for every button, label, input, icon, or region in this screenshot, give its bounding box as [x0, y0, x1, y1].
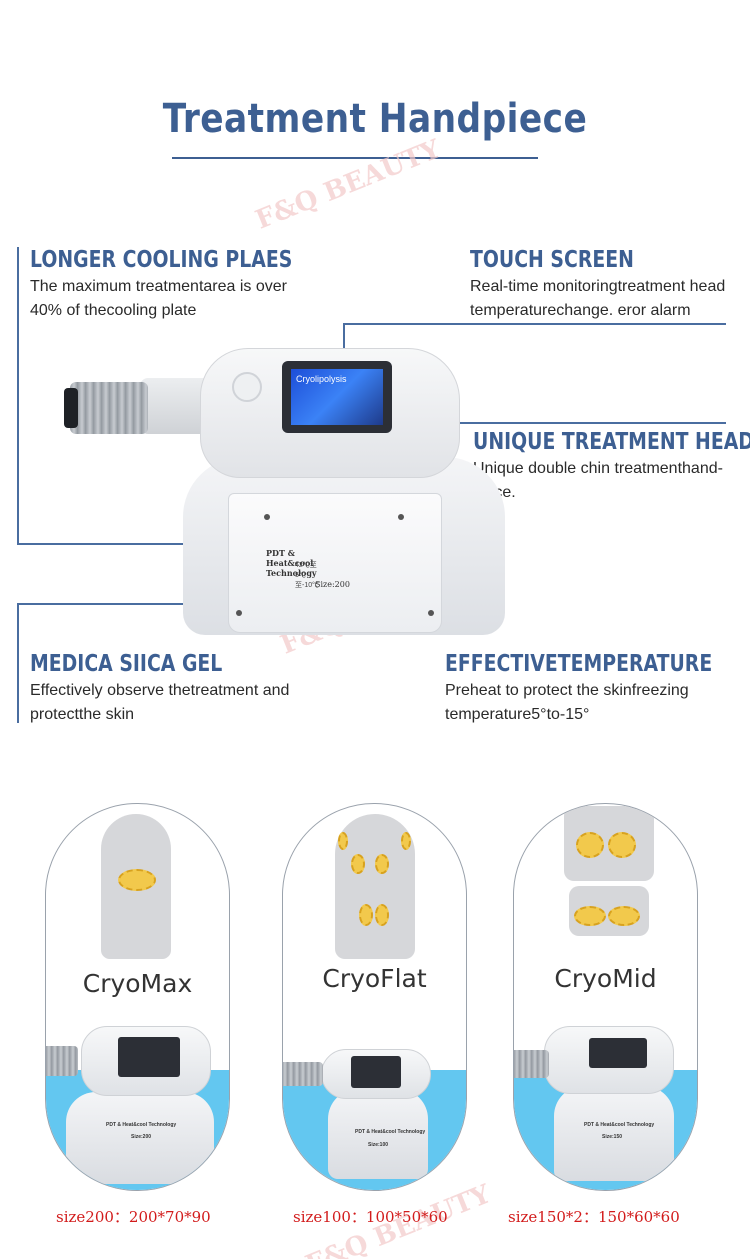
- product-name: CryoMax: [82, 969, 193, 998]
- treatment-zone-icon: [351, 854, 365, 874]
- connector-line: [17, 543, 255, 545]
- nozzle-cap: [64, 388, 78, 428]
- connector-line: [436, 422, 726, 424]
- title-underline: [172, 157, 538, 159]
- feature-temp-line1: Preheat to protect the skinfreezing: [445, 682, 689, 699]
- treatment-zone-icon: [359, 904, 373, 926]
- handpiece-nozzle: [46, 1046, 78, 1076]
- treatment-zone-icon: [608, 832, 636, 858]
- device-label-tech: PDT & Heat&cool Technology: [584, 1122, 655, 1128]
- feature-head-line2: piece.: [473, 481, 723, 505]
- feature-temp-text: Preheat to protect the skinfreezing temp…: [445, 679, 689, 727]
- device-base: [554, 1086, 674, 1181]
- feature-gel-line2: protectthe skin: [30, 706, 135, 723]
- handpiece-nozzle: [70, 382, 148, 434]
- feature-head-text: Unique double chin treatmenthand- piece.: [473, 457, 723, 505]
- treatment-zone-icon: [574, 906, 606, 926]
- connector-line: [17, 603, 203, 605]
- knob-icon: [232, 372, 262, 402]
- treatment-zone-icon: [375, 904, 389, 926]
- device-label-size: Size:200: [131, 1134, 152, 1140]
- device-base: [328, 1089, 428, 1179]
- device-label-size: Size:100: [368, 1142, 389, 1148]
- size-label-cryomax: size200：200*70*90: [56, 1208, 211, 1226]
- feature-gel-line1: Effectively observe thetreatment and: [30, 682, 290, 699]
- feature-gel-text: Effectively observe thetreatment and pro…: [30, 679, 289, 727]
- feature-gel-heading: MEDICA SIICA GEL: [30, 651, 223, 677]
- screen-text: Cryolipolysis: [296, 374, 347, 384]
- treatment-zone-icon: [576, 832, 604, 858]
- touch-screen: [351, 1056, 401, 1088]
- product-name: CryoFlat: [322, 964, 427, 993]
- screw-icon: [264, 514, 270, 520]
- screw-icon: [428, 610, 434, 616]
- treatment-zone-icon: [608, 906, 640, 926]
- feature-cooling-text: The maximum treatmentarea is over 40% of…: [30, 275, 287, 323]
- device-label-tech: PDT & Heat&cool Technology: [106, 1122, 177, 1128]
- feature-touch-line1: Real-time monitoringtreatment head: [470, 278, 726, 295]
- touch-screen: [589, 1038, 647, 1068]
- product-card-cryoflat: CryoFlat PDT & Heat&cool Technology Size…: [282, 803, 467, 1191]
- touch-screen: [118, 1037, 180, 1077]
- feature-temp-heading: EFFECTIVETEMPERATURE: [445, 651, 713, 677]
- device-base: [66, 1092, 214, 1184]
- touch-screen: [291, 369, 383, 425]
- feature-head-line1: Unique double chin treatmenthand-: [473, 460, 723, 477]
- connector-line: [343, 323, 345, 368]
- device-label-tech: PDT & Heat&cool Technology: [266, 548, 317, 578]
- feature-touch-heading: TOUCH SCREEN: [470, 247, 634, 273]
- product-card-cryomid: CryoMid PDT & Heat&cool Technology Size:…: [513, 803, 698, 1191]
- device-label-size: Size:150: [602, 1134, 623, 1140]
- page-title: Treatment Handpiece: [162, 96, 588, 142]
- product-name: CryoMid: [554, 964, 657, 993]
- treatment-zone-icon: [338, 832, 348, 850]
- watermark: F&Q BEAUTY: [251, 134, 445, 236]
- screw-icon: [236, 610, 242, 616]
- device-label-temp: 42℃至 5℃至-10℃: [295, 562, 320, 589]
- feature-touch-line2: temperaturechange. eror alarm: [470, 302, 691, 319]
- device-label-tech: PDT & Heat&cool Technology: [355, 1129, 426, 1135]
- handpiece-nozzle: [514, 1050, 549, 1078]
- feature-touch-text: Real-time monitoringtreatment head tempe…: [470, 275, 725, 323]
- size-label-cryoflat: size100：100*50*60: [293, 1208, 448, 1226]
- device-label-size: Size:200: [315, 580, 350, 589]
- connector-line: [17, 603, 19, 723]
- screw-icon: [398, 514, 404, 520]
- feature-head-heading: UNIQUE TREATMENT HEAD: [473, 429, 750, 455]
- product-card-cryomax: CryoMax PDT & Heat&cool Technology Size:…: [45, 803, 230, 1191]
- feature-cooling-line2: 40% of thecooling plate: [30, 302, 197, 319]
- feature-temp-line2: temperature5°to-15°: [445, 706, 590, 723]
- size-label-cryomid: size150*2：150*60*60: [508, 1208, 680, 1226]
- connector-line: [343, 323, 726, 325]
- feature-cooling-heading: LONGER COOLING PLAES: [30, 247, 293, 273]
- handpiece-nozzle: [283, 1062, 323, 1086]
- feature-cooling-line1: The maximum treatmentarea is over: [30, 278, 287, 295]
- treatment-zone-icon: [375, 854, 389, 874]
- treatment-zone-icon: [401, 832, 411, 850]
- treatment-zone-icon: [118, 869, 156, 891]
- connector-line: [17, 247, 19, 544]
- device-base-front: [228, 493, 442, 633]
